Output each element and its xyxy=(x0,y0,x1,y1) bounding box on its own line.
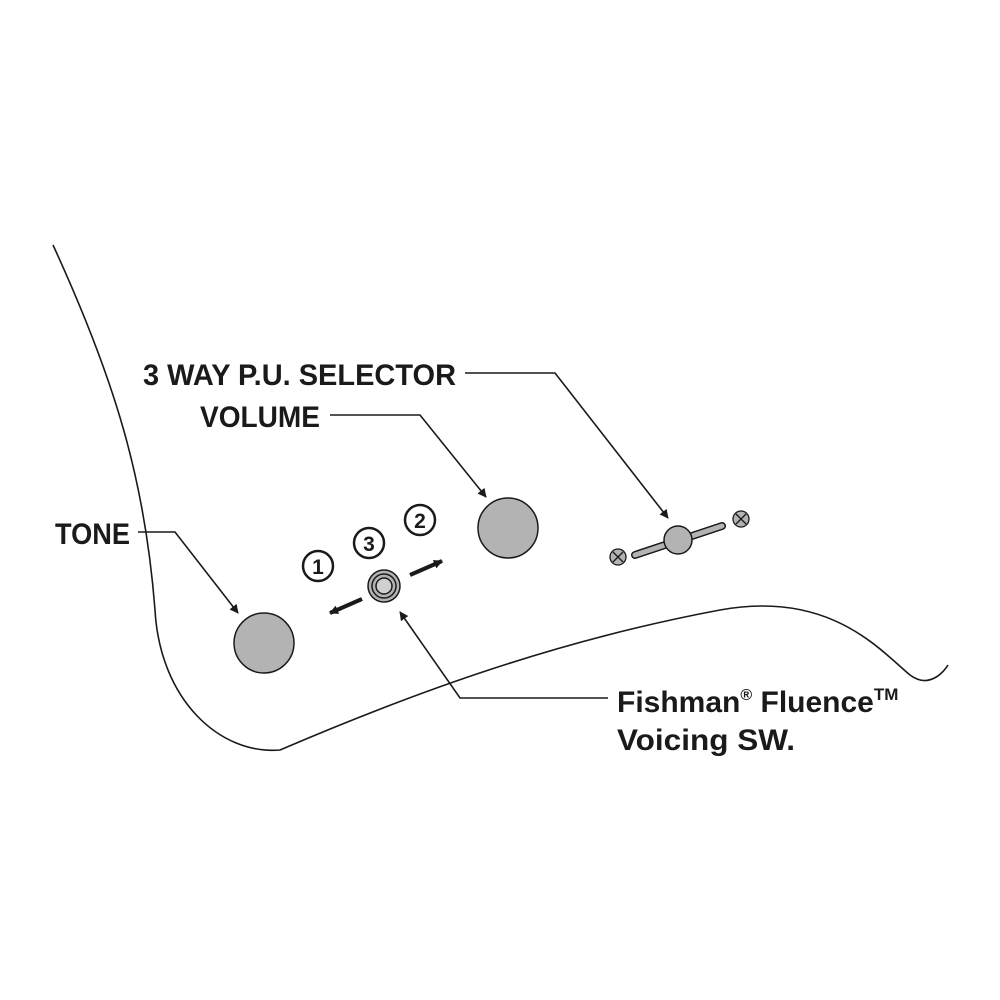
position-number-1: 1 xyxy=(312,556,324,579)
voicing-leader-line xyxy=(399,611,608,699)
position-number-3: 3 xyxy=(363,533,375,556)
screw-right-icon xyxy=(732,510,750,528)
volume-knob[interactable] xyxy=(477,497,539,559)
position-marker-2: 2 xyxy=(403,503,437,537)
volume-label: VOLUME xyxy=(200,401,320,434)
selector-leader-line xyxy=(465,372,669,519)
position-number-2: 2 xyxy=(414,510,426,533)
position-marker-1: 1 xyxy=(301,549,335,583)
arrow-left-icon xyxy=(329,597,363,615)
tone-knob[interactable] xyxy=(233,612,295,674)
guitar-body-outline xyxy=(52,244,949,752)
voicing-label-line1: Fishman® FluenceTM xyxy=(617,685,898,719)
position-marker-3: 3 xyxy=(352,526,386,560)
tone-leader-line xyxy=(138,531,239,614)
arrow-right-icon xyxy=(409,559,443,577)
pickup-selector-switch[interactable] xyxy=(631,522,726,559)
selector-label: 3 WAY P.U. SELECTOR xyxy=(143,359,456,392)
tone-label: TONE xyxy=(55,518,130,551)
voicing-label-line2: Voicing SW. xyxy=(617,724,795,757)
screw-left-icon xyxy=(609,548,627,566)
volume-leader-line xyxy=(330,414,487,498)
voicing-switch[interactable] xyxy=(367,569,401,603)
